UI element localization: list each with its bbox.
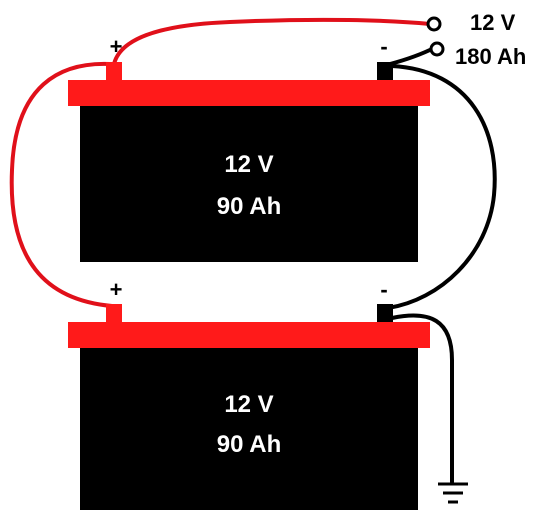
battery-capacity-label: 90 Ah bbox=[217, 193, 281, 220]
output-terminal-negative bbox=[429, 41, 445, 57]
output-terminal-positive bbox=[426, 16, 442, 32]
battery-negative-sign: - bbox=[380, 34, 387, 59]
battery-positive-terminal bbox=[106, 62, 122, 82]
ground-icon bbox=[438, 482, 468, 504]
battery-negative-terminal bbox=[377, 62, 393, 82]
negative-wire-top-output bbox=[388, 46, 436, 66]
battery-negative-sign: - bbox=[380, 277, 387, 302]
battery-negative-terminal bbox=[377, 304, 393, 324]
negative-wire-ground bbox=[390, 313, 454, 484]
battery-body bbox=[80, 348, 418, 510]
battery-voltage-label: 12 V bbox=[224, 391, 273, 418]
battery-positive-sign: + bbox=[110, 277, 123, 302]
battery-top: + - 12 V 90 Ah bbox=[68, 34, 430, 262]
positive-wire-link bbox=[9, 61, 114, 308]
battery-capacity-label: 90 Ah bbox=[217, 431, 281, 458]
battery-positive-sign: + bbox=[110, 34, 123, 59]
output-capacity-label: 180 Ah bbox=[455, 44, 526, 69]
battery-lid bbox=[68, 322, 430, 348]
battery-bottom: + - 12 V 90 Ah bbox=[68, 277, 430, 510]
battery-body bbox=[80, 106, 418, 262]
battery-positive-terminal bbox=[106, 304, 122, 324]
battery-voltage-label: 12 V bbox=[224, 151, 273, 178]
negative-wire-link bbox=[386, 64, 497, 310]
positive-wire-top-output bbox=[112, 17, 432, 66]
battery-lid bbox=[68, 80, 430, 106]
output-voltage-label: 12 V bbox=[470, 10, 516, 35]
